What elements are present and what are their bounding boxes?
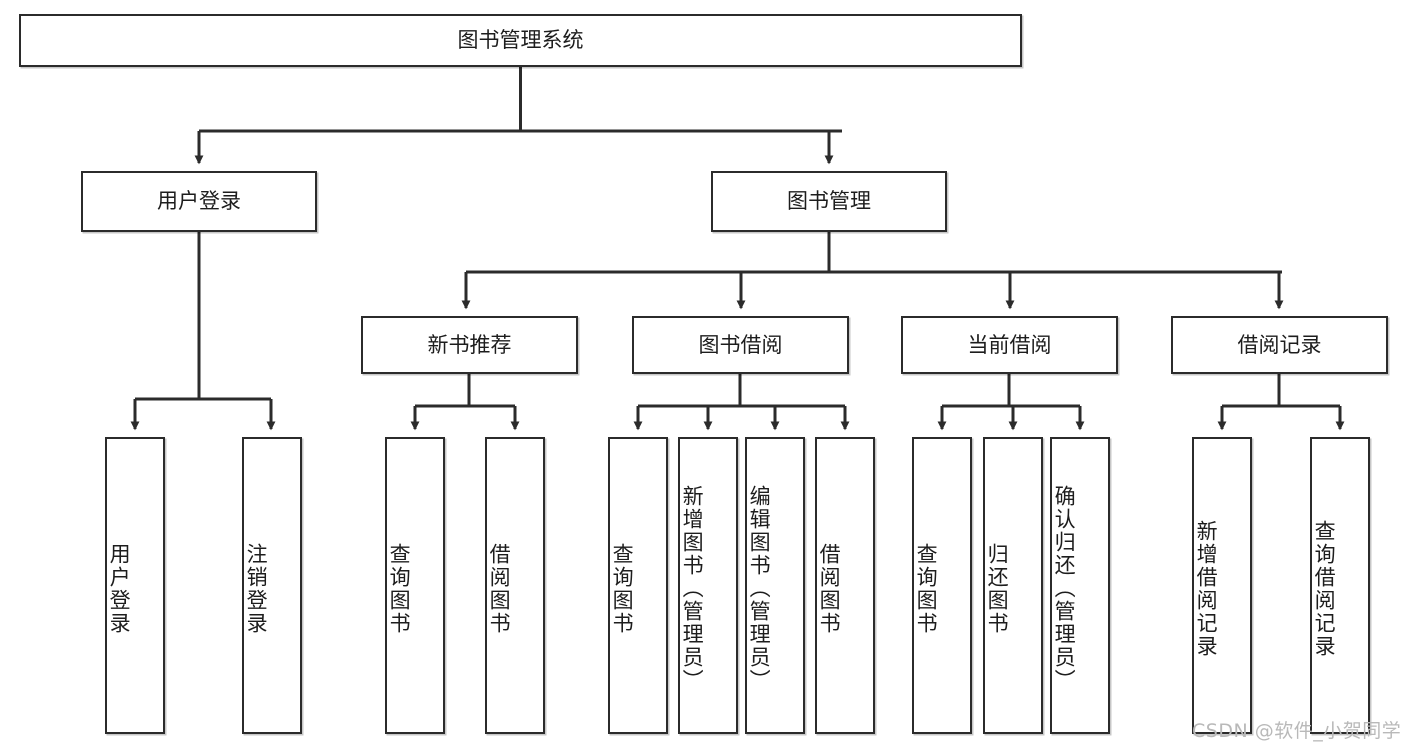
edges-new-book-recommend-to-leaves <box>410 374 520 431</box>
node-leaf-add-book-admin-label: 新增图书（管理员） <box>680 485 705 692</box>
node-leaf-edit-book-admin[interactable]: 编辑图书（管理员） <box>745 437 805 734</box>
node-book-borrow-label: 图书借阅 <box>698 332 783 357</box>
edges-root-to-level2 <box>194 67 842 165</box>
node-borrow-record-label: 借阅记录 <box>1237 332 1322 357</box>
node-leaf-user-login-label: 用户登录 <box>107 542 132 635</box>
node-leaf-confirm-return-admin[interactable]: 确认归还（管理员） <box>1050 437 1110 734</box>
node-root[interactable]: 图书管理系统 <box>19 14 1022 67</box>
node-book-management-label: 图书管理 <box>787 189 871 214</box>
node-leaf-add-borrow-record-label: 新增借阅记录 <box>1194 519 1219 658</box>
node-leaf-user-login[interactable]: 用户登录 <box>105 437 165 734</box>
node-user-login[interactable]: 用户登录 <box>81 171 317 232</box>
node-current-borrow-label: 当前借阅 <box>967 332 1052 357</box>
node-leaf-add-book-admin[interactable]: 新增图书（管理员） <box>678 437 738 734</box>
node-leaf-borrow-book[interactable]: 借阅图书 <box>815 437 875 734</box>
node-leaf-user-logout[interactable]: 注销登录 <box>242 437 302 734</box>
node-current-borrow[interactable]: 当前借阅 <box>901 316 1118 374</box>
node-new-book-recommend-label: 新书推荐 <box>427 332 512 357</box>
node-leaf-query-book-borrow[interactable]: 查询图书 <box>608 437 668 734</box>
node-leaf-return-book-label: 归还图书 <box>985 542 1010 635</box>
node-leaf-return-book[interactable]: 归还图书 <box>983 437 1043 734</box>
edges-user-login-to-leaves <box>130 232 276 431</box>
edges-book-borrow-to-leaves <box>633 374 850 431</box>
node-leaf-add-borrow-record[interactable]: 新增借阅记录 <box>1192 437 1252 734</box>
node-leaf-confirm-return-admin-label: 确认归还（管理员） <box>1052 485 1077 692</box>
node-user-login-label: 用户登录 <box>157 189 241 214</box>
node-leaf-borrow-book-label: 借阅图书 <box>817 542 842 635</box>
edges-current-borrow-to-leaves <box>937 374 1085 431</box>
node-book-management[interactable]: 图书管理 <box>711 171 947 232</box>
node-new-book-recommend[interactable]: 新书推荐 <box>361 316 578 374</box>
node-leaf-edit-book-admin-label: 编辑图书（管理员） <box>747 485 772 692</box>
node-leaf-query-book-current-label: 查询图书 <box>914 542 939 635</box>
node-leaf-query-book-recommend-label: 查询图书 <box>387 542 412 635</box>
node-leaf-query-book-borrow-label: 查询图书 <box>610 542 635 635</box>
node-leaf-query-book-recommend[interactable]: 查询图书 <box>385 437 445 734</box>
edges-borrow-record-to-leaves <box>1217 374 1345 431</box>
csdn-watermark: CSDN @软件_小贺同学 <box>1192 720 1402 742</box>
node-borrow-record[interactable]: 借阅记录 <box>1171 316 1388 374</box>
node-leaf-borrow-book-recommend[interactable]: 借阅图书 <box>485 437 545 734</box>
node-root-label: 图书管理系统 <box>457 28 584 53</box>
node-leaf-query-borrow-record[interactable]: 查询借阅记录 <box>1310 437 1370 734</box>
node-leaf-borrow-book-recommend-label: 借阅图书 <box>487 542 512 635</box>
node-book-borrow[interactable]: 图书借阅 <box>632 316 849 374</box>
node-leaf-query-book-current[interactable]: 查询图书 <box>912 437 972 734</box>
node-leaf-user-logout-label: 注销登录 <box>244 542 269 635</box>
edges-book-management-to-level3 <box>461 232 1284 310</box>
node-leaf-query-borrow-record-label: 查询借阅记录 <box>1312 519 1337 658</box>
